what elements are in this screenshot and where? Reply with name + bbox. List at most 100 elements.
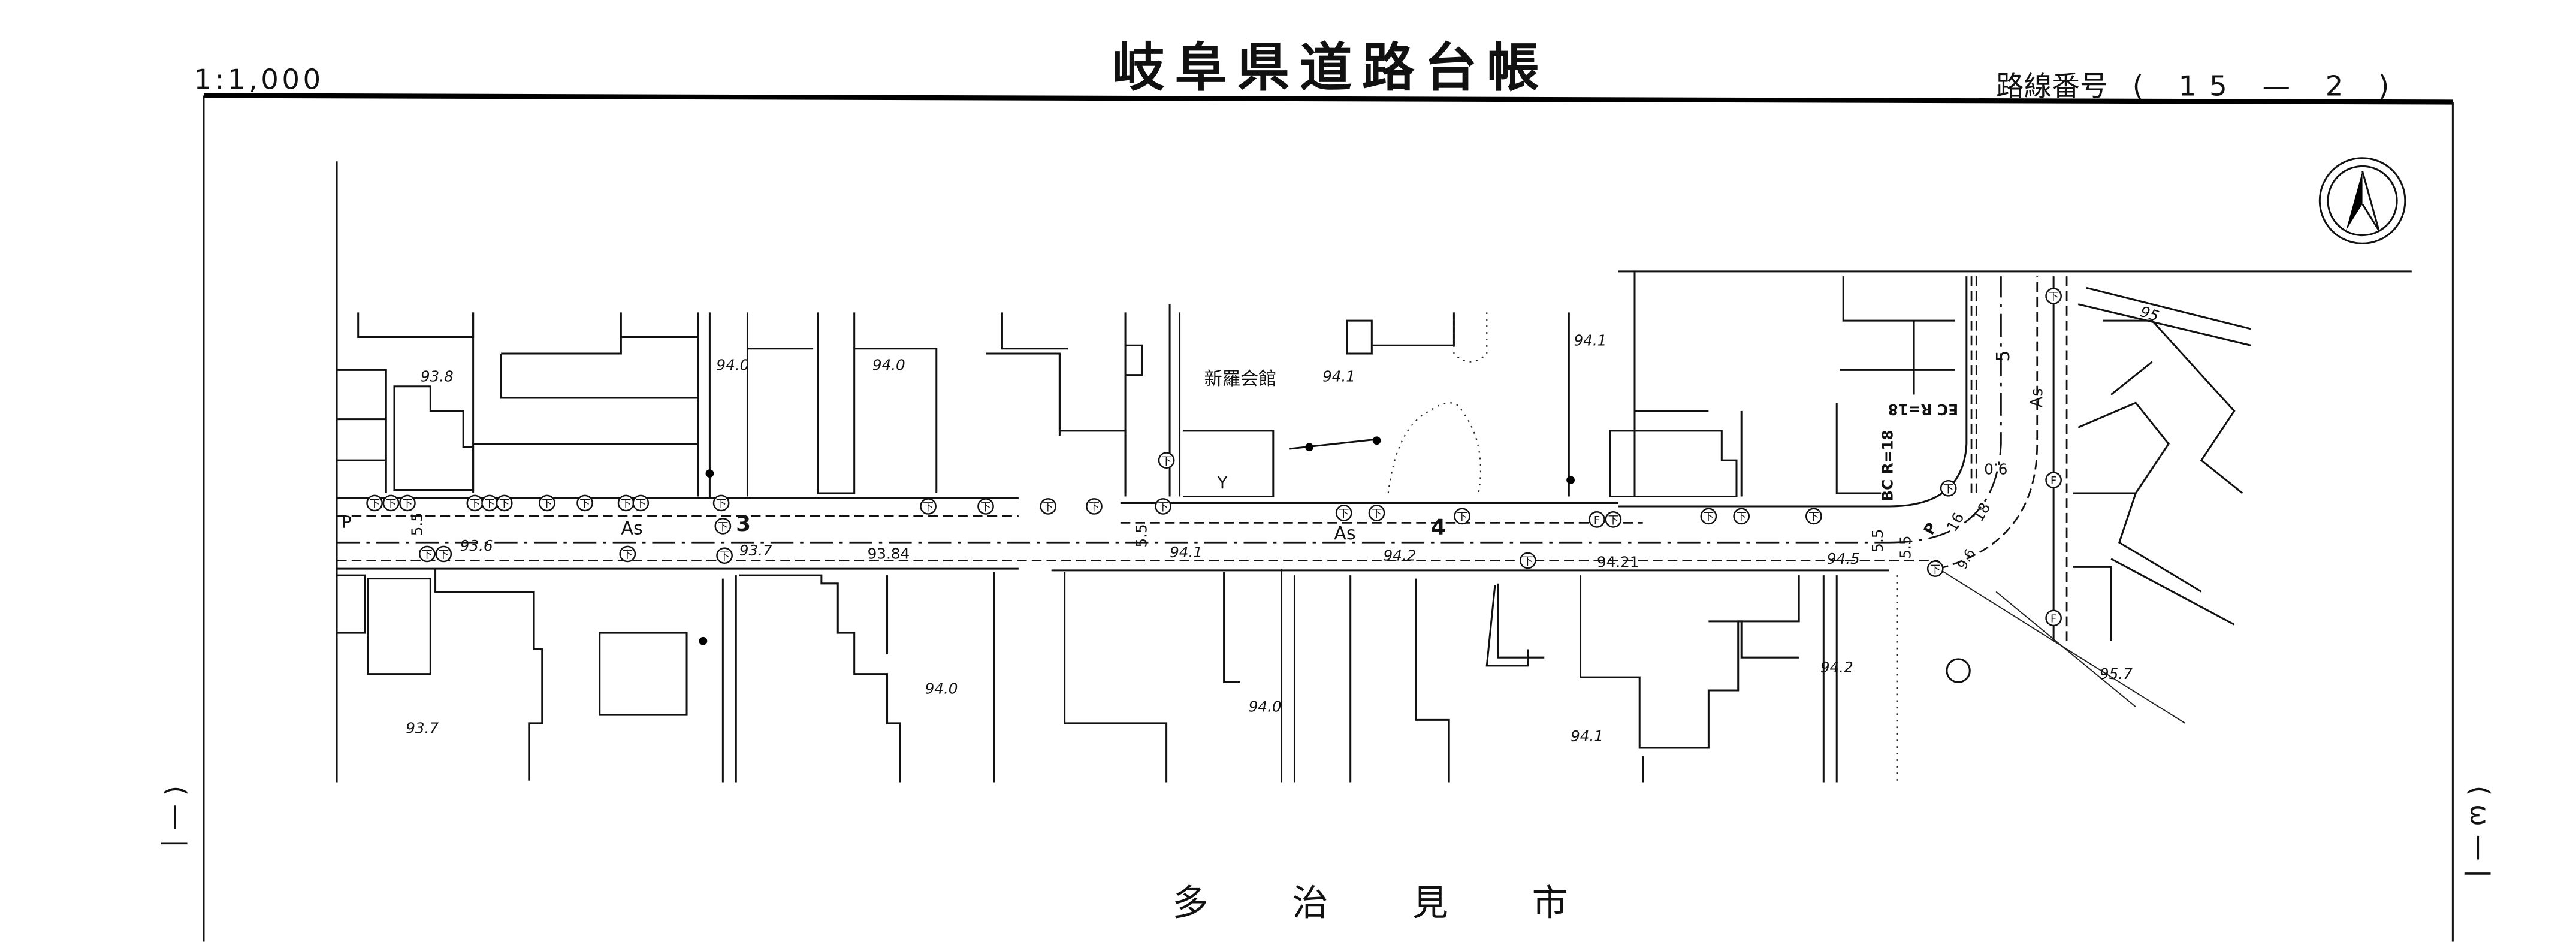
width-label: 5.5 [409,512,426,536]
utility-pole-icon [1305,443,1313,452]
route-number-label: 路線番号 [1996,70,2107,102]
curve-bc-label: BC R=18 [1879,430,1896,501]
elevation-label: 94.0 [925,680,958,698]
manhole-markers: 下下下下下下下下下下下下下下下下下下下下下下下下下下下下下下下下下FFF [366,288,2062,627]
left-margin-mark: ( — | [161,786,192,848]
utility-pole-icon [1566,476,1575,484]
manhole-icon-glyph: 下 [980,501,991,514]
manhole-icon-glyph: 下 [1703,511,1714,524]
fire-hydrant-icon: F [1589,511,1605,528]
manhole-icon: 下 [1926,560,1944,577]
width-label: 5.5 [1897,535,1914,558]
fire-hydrant-icon-glyph: F [2050,613,2056,626]
utility-pole-icon [699,636,708,645]
fire-hydrant-icon-glyph: F [1594,514,1600,527]
section-number: 3 [736,512,751,536]
manhole-icon: 下 [382,494,400,512]
parcels-south [337,569,1898,783]
manhole-icon-glyph: 下 [1930,563,1941,576]
manhole-icon: 下 [632,494,650,512]
manhole-icon: 下 [366,494,383,512]
manhole-icon: 下 [1155,498,1171,515]
manhole-icon-glyph: 下 [717,521,728,533]
scale-label: 1:1,000 [194,64,324,96]
elevation-label: 94.0 [1249,698,1282,715]
curve-ec-label: EC R=18 [1888,401,1958,418]
elevation-label: 93.7 [406,719,439,736]
manhole-icon-glyph: 下 [1457,511,1467,524]
manhole-icon-glyph: 下 [1808,511,1819,524]
width-label: 18 [1970,500,1994,525]
manhole-icon-glyph: 下 [1043,501,1053,514]
elevation-label: 94.0 [716,356,749,373]
elevation-label: 94.1 [1170,544,1203,561]
manhole-icon-glyph: 下 [1161,455,1172,467]
route-number: ( 15 — 2 ) [2133,70,2402,102]
manhole-icon: 下 [1158,452,1175,469]
city-name: 多 治 見 市 [1172,883,1604,925]
manhole-icon-glyph: 下 [484,498,495,511]
manhole-icon-glyph: 下 [923,501,934,514]
sheet-frame [203,93,2454,942]
map-labels: 93.8 94.0 94.0 新羅会館 94.1 94.1 P 5.5 As 3… [342,303,2161,745]
north-arrow-icon [2318,157,2406,244]
manhole-icon: 下 [1605,511,1622,528]
parking-label: P [1920,520,1940,538]
manhole-icon: 下 [1733,508,1750,525]
manhole-icon-glyph: 下 [2048,291,2059,303]
pavement-label: As [2028,388,2046,407]
manhole-icon-glyph: 下 [716,498,727,511]
manhole-icon: 下 [481,494,498,512]
manhole-icon-glyph: 下 [621,498,632,511]
manhole-icon: 下 [617,494,635,512]
manhole-icon-glyph: 下 [369,498,380,511]
width-label: 5.5 [1133,524,1150,547]
manhole-icon-glyph: 下 [402,498,413,511]
manhole-icon: 下 [1805,508,1822,525]
parcels-north [337,270,2412,641]
elevation-label: 94.2 [1820,659,1853,676]
manhole-icon: 下 [399,494,416,512]
manhole-icon: 下 [496,494,513,512]
special-symbol-icon [1946,658,1971,683]
elevation-label: 94.1 [1322,368,1355,385]
manhole-icon: 下 [418,545,436,563]
elevation-label: 94.21 [1597,553,1639,570]
manhole-icon-glyph: 下 [1089,501,1100,514]
pavement-label: As [621,518,642,539]
main-road [337,276,2185,724]
elevation-label: 94.5 [1827,550,1860,567]
manhole-icon: 下 [1040,498,1057,515]
width-label: 5 [1993,350,2014,361]
elevation-label: 94.0 [872,356,905,373]
width-label: 5.5 [1869,529,1886,552]
manhole-icon-glyph: 下 [1372,508,1382,520]
width-label: 9.0 [1984,460,2007,478]
manhole-icon-glyph: 下 [1523,555,1533,568]
elevation-label: 93.6 [460,537,493,554]
manhole-icon-glyph: 下 [635,498,646,511]
manhole-icon: 下 [714,518,732,535]
manhole-icon-glyph: 下 [1608,514,1618,527]
manhole-icon: 下 [920,498,937,515]
park-boundary [1453,312,1488,363]
manhole-icon: 下 [539,494,555,512]
manhole-icon-glyph: 下 [469,498,480,511]
manhole-icon: 下 [2045,288,2062,304]
section-number: 4 [1431,515,1446,540]
fire-hydrant-icon-glyph: F [2050,475,2056,487]
manhole-icon-glyph: 下 [1736,511,1747,524]
sheet-title: 岐阜県道路台帳 [1112,37,1549,98]
manhole-icon-glyph: 下 [422,549,433,561]
manhole-icon-glyph: 下 [579,498,590,511]
right-margin-mark: ( ω — | [2465,786,2495,878]
manhole-icon-glyph: 下 [622,549,633,561]
manhole-icon: 下 [1086,498,1103,515]
elevation-label: 94.1 [1574,331,1607,349]
elevation-label: 93.8 [421,368,454,385]
manhole-icon-glyph: 下 [1943,483,1954,496]
building-symbol-label: Y [1217,474,1228,493]
manhole-icon: 下 [1700,508,1717,525]
building-name-label: 新羅会館 [1204,369,1277,390]
